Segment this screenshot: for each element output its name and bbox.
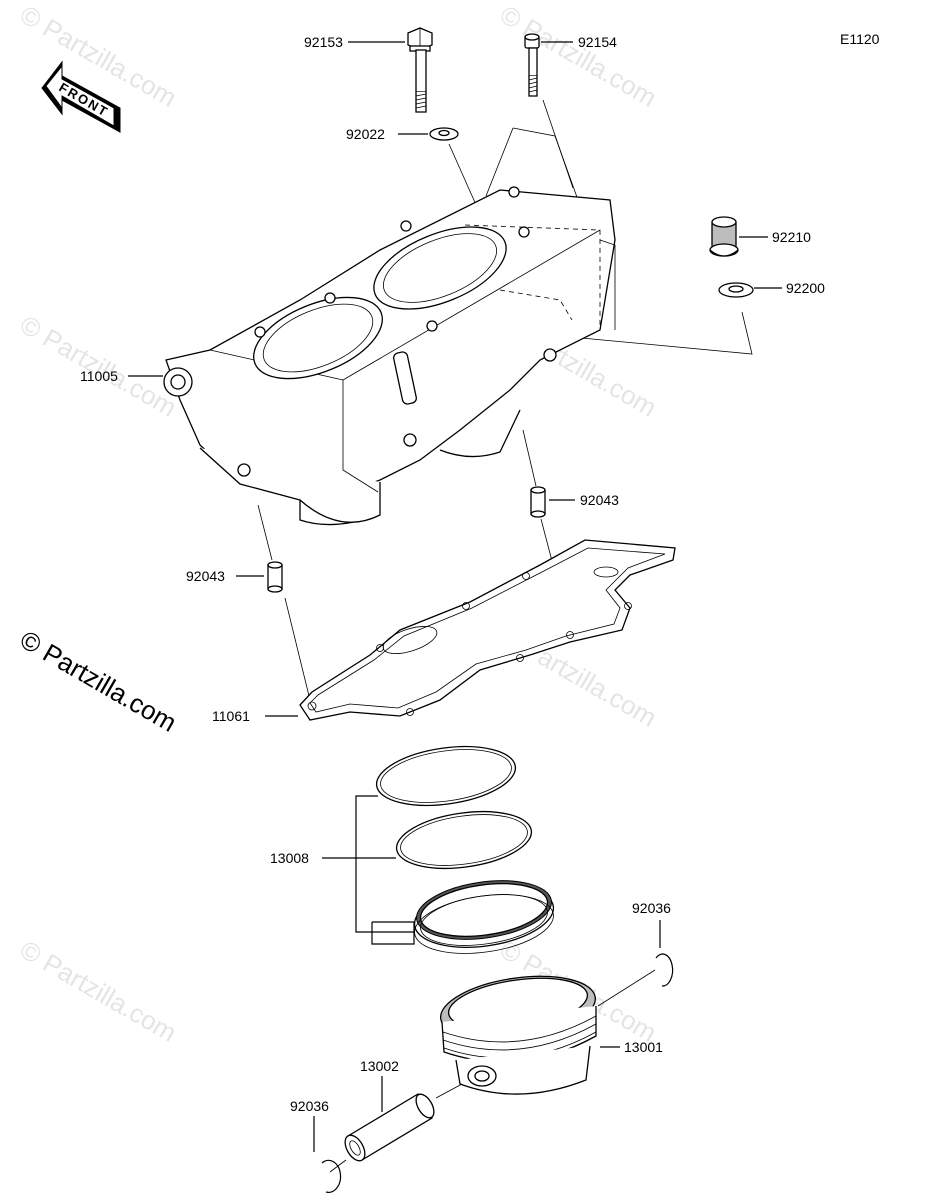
label-92036-bottom: 92036 — [290, 1098, 329, 1114]
piston-ring-second — [395, 810, 533, 870]
bolt-92153 — [407, 27, 433, 113]
label-92043-right: 92043 — [580, 492, 619, 508]
label-92154: 92154 — [578, 34, 617, 50]
sleeve-92210 — [709, 216, 739, 257]
piston-13001 — [439, 975, 597, 1095]
label-13008: 13008 — [270, 850, 309, 866]
label-11005: 11005 — [80, 368, 118, 384]
gasket-11061 — [299, 539, 676, 721]
watermark-text: © Partzilla.com — [15, 309, 182, 423]
label-11061: 11061 — [212, 708, 250, 724]
label-92043-left: 92043 — [186, 568, 225, 584]
washer-92200 — [718, 282, 754, 298]
leader-13008-bracket — [355, 795, 414, 933]
label-92153: 92153 — [304, 34, 343, 50]
oil-ring — [413, 880, 555, 954]
bolt-92154 — [524, 33, 540, 97]
circlip-92036-bottom — [321, 1159, 342, 1193]
diagram-code: E1120 — [840, 31, 880, 47]
dowel-pin-92043-right — [530, 486, 546, 518]
label-13002: 13002 — [360, 1058, 399, 1074]
piston-pin-13002 — [344, 1093, 435, 1162]
label-13001: 13001 — [624, 1039, 663, 1055]
label-92036-top: 92036 — [632, 900, 671, 916]
label-92210: 92210 — [772, 229, 811, 245]
cylinder-block-11005 — [163, 186, 616, 526]
watermark-text: © Partzilla.com — [495, 0, 662, 113]
dowel-pin-92043-left — [267, 561, 283, 593]
label-92200: 92200 — [786, 280, 825, 296]
watermark-text: © Partzilla.com — [15, 934, 182, 1048]
washer-92022 — [429, 127, 459, 141]
piston-ring-top — [375, 745, 517, 807]
watermark-main-text: © Partzilla.com — [15, 624, 182, 738]
label-92022: 92022 — [346, 126, 385, 142]
circlip-92036-top — [655, 953, 674, 987]
